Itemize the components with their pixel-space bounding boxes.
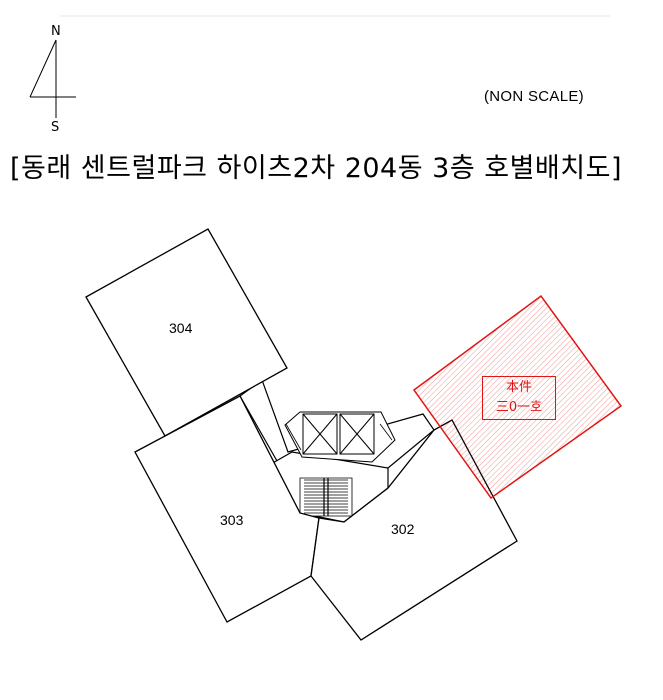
plan-title: [동래 센트럴파크 하이츠2차 204동 3층 호별배치도] xyxy=(10,153,622,184)
elevator-core xyxy=(284,411,396,463)
unit-301-tag: 本件 三0一호 xyxy=(482,376,556,420)
unit-301-highlighted[interactable] xyxy=(412,294,623,500)
unit-301-tag-line2: 三0一호 xyxy=(495,400,543,415)
unit-302-label: 302 xyxy=(391,521,415,537)
scale-note: (NON SCALE) xyxy=(484,88,584,105)
unit-302[interactable] xyxy=(310,419,518,641)
unit-304-label: 304 xyxy=(169,320,193,336)
unit-304[interactable] xyxy=(85,228,288,437)
staircase xyxy=(299,477,353,517)
north-arrow-icon xyxy=(29,39,76,118)
compass-north-label: N xyxy=(51,24,61,39)
unit-303-label: 303 xyxy=(220,512,244,528)
unit-301-tag-line1: 本件 xyxy=(505,380,532,395)
compass-south-label: S xyxy=(51,120,60,135)
